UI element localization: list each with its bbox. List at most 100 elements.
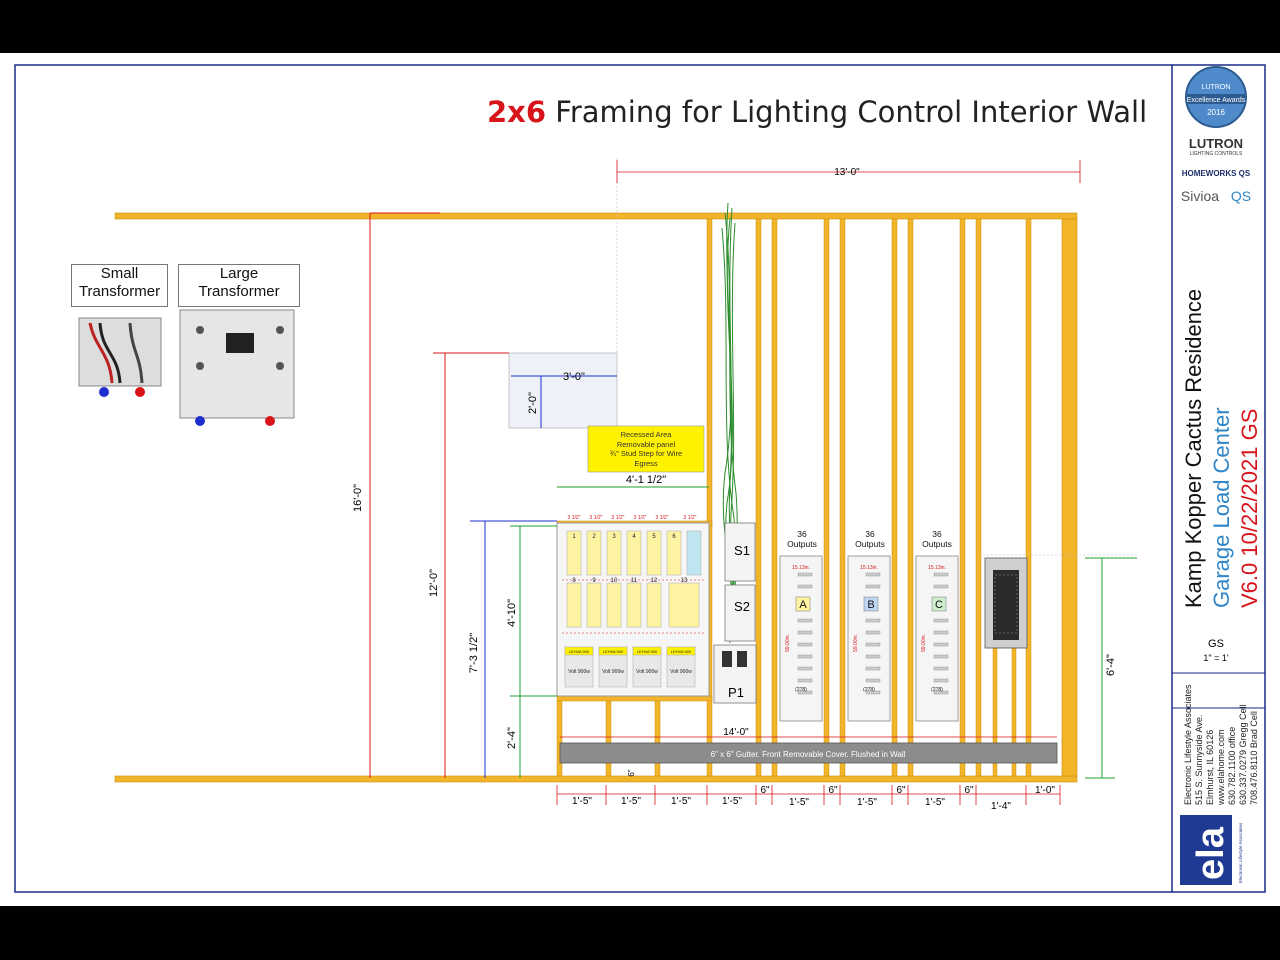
drawn-by: GS xyxy=(1208,638,1224,650)
bottom-dimension-labels: 1'-5" 1'-5" 1'-5" 1'-5" 6" 1'-5" 6" 1'-5… xyxy=(572,785,1055,812)
lc-sill xyxy=(556,695,713,702)
module-number: 2 xyxy=(592,534,596,540)
lc-bottom-dim: 7'-3 1/2" xyxy=(468,633,480,673)
output-terminals xyxy=(797,572,949,695)
panel-c xyxy=(915,555,959,722)
bottom-dim: 1'-5" xyxy=(621,796,641,807)
sheet-border xyxy=(14,64,1266,893)
panel-width-note: 15.13in. xyxy=(860,565,878,571)
recess-width-dim: 3'-0" xyxy=(563,371,585,383)
large-transformer-label: Large Transformer xyxy=(178,264,300,307)
sivoia-qs: QS xyxy=(1231,188,1251,204)
panel-a-label-box xyxy=(795,596,811,612)
bottom-dim: 6" xyxy=(760,785,770,796)
lc-module-labels: 1 2 3 4 5 6 8 9 10 11 12 13 3 1/2" 3 1/2… xyxy=(568,515,697,675)
panel-c-label-box xyxy=(931,596,947,612)
title-block-text: Kamp Kopper Cactus Residence Garage Load… xyxy=(1181,289,1265,608)
lc-base-dim: 2'-4" xyxy=(506,727,518,749)
module-strip: LEHVA 900 xyxy=(569,649,590,654)
outputs-word: Outputs xyxy=(855,539,885,549)
recess-note-line: ¾" Stud Step for Wire xyxy=(609,449,683,458)
cripple-stud xyxy=(605,700,612,777)
panel-height-note: 59.00in. xyxy=(853,634,859,652)
module-spacing: 3 1/2" xyxy=(568,515,581,521)
drawing-sheet: 1 2 3 4 5 6 8 9 10 11 12 13 3 1/2" 3 1/2… xyxy=(0,53,1280,906)
module-volt: Volt 900w xyxy=(602,669,624,675)
module-spacing: 3 1/2" xyxy=(634,515,647,521)
large-red-terminal-icon xyxy=(265,416,275,426)
load-center-breakers xyxy=(993,570,1019,640)
small-transformer-label: Small Transformer xyxy=(71,264,168,307)
contact-line: 630.337.0279 Gregg Cell xyxy=(1238,704,1248,805)
right-height-dim: 6'-4" xyxy=(1105,654,1117,676)
module-volt: Volt 900w xyxy=(670,669,692,675)
module-spacing: 3 1/2" xyxy=(656,515,669,521)
s2-label: S2 xyxy=(734,599,750,614)
recess-dimensions xyxy=(511,375,617,428)
module-strip: LEHVA 900 xyxy=(637,649,658,654)
bottom-plate xyxy=(114,775,1078,783)
module-number: 10 xyxy=(611,578,618,584)
module-number: 11 xyxy=(631,578,638,584)
panel-b-label: B xyxy=(867,599,874,611)
stud xyxy=(755,218,762,777)
lc-height-dim: 4'-10" xyxy=(506,599,518,627)
top-plate xyxy=(114,212,1078,220)
bottom-dim: 6" xyxy=(828,785,838,796)
lc-module-grid xyxy=(562,530,706,688)
stud xyxy=(1025,218,1032,777)
badge-ribbon xyxy=(1186,94,1246,104)
badge-year: 2016 xyxy=(1207,108,1225,117)
gutter-width-dim: 14'-0" xyxy=(723,727,749,738)
panel-width-note: 15.13in. xyxy=(792,565,810,571)
module-spacing: 3 1/2" xyxy=(612,515,625,521)
bottom-dim: 1'-5" xyxy=(857,797,877,808)
stud xyxy=(907,218,914,777)
recess-note-line: Egress xyxy=(634,458,658,468)
large-transformer-terminal-block xyxy=(226,333,254,353)
s1-enclosure xyxy=(724,522,756,582)
panel-c-label: C xyxy=(935,599,943,611)
contact-line: Elmhurst, IL 60126 xyxy=(1205,729,1215,805)
bottom-dim: 6" xyxy=(896,785,906,796)
module-spacing: 3 1/2" xyxy=(590,515,603,521)
module-volt: Volt 900w xyxy=(636,669,658,675)
p1-breaker-2 xyxy=(737,651,747,667)
page-title: 2x6 Framing for Lighting Control Interio… xyxy=(487,95,1147,129)
module-number: 8 xyxy=(572,578,576,584)
p1-label: P1 xyxy=(728,685,744,700)
end-stud xyxy=(1061,218,1078,777)
module-number: 13 xyxy=(681,578,688,584)
gutter-drop-dim: 6" xyxy=(627,769,636,776)
output-panels xyxy=(779,555,959,722)
large-blue-terminal-icon xyxy=(195,416,205,426)
panel-bottom-note: (278) xyxy=(795,687,807,693)
contact-line: 515 S. Sunnyside Ave. xyxy=(1194,714,1204,805)
lutron-sub: LIGHTING CONTROLS xyxy=(1190,151,1243,157)
stud xyxy=(975,218,982,777)
contact-info: Electronic Lifestyle Associates 515 S. S… xyxy=(1183,684,1260,805)
bottom-dim: 1'-4" xyxy=(991,801,1011,812)
bottom-dim: 1'-5" xyxy=(925,797,945,808)
module-spacing: 3 1/2" xyxy=(684,515,697,521)
panel-bottom-note: (278) xyxy=(863,687,875,693)
bottom-dim: 6" xyxy=(964,785,974,796)
contact-line: 708.476.8110 Brad Cell xyxy=(1249,711,1259,805)
title-accent: 2x6 xyxy=(487,95,547,129)
bottom-dim: 1'-5" xyxy=(572,796,592,807)
project-subtitle: Garage Load Center xyxy=(1209,407,1234,608)
small-blue-terminal-icon xyxy=(99,387,109,397)
recess-note-line: Removable panel xyxy=(616,439,676,449)
header-height-dim: 12'-0" xyxy=(428,569,440,597)
recess-height-dim: 2'-0" xyxy=(527,392,539,414)
module-volt: Volt 900w xyxy=(568,669,590,675)
s1-label: S1 xyxy=(734,543,750,558)
project-version: V6.0 10/22/2021 GS xyxy=(1237,408,1262,608)
module-strip: LEHVA 900 xyxy=(603,649,624,654)
module-strip: LEHVA 900 xyxy=(671,649,692,654)
panel-height-note: 59.00in. xyxy=(785,634,791,652)
bottom-dim: 1'-5" xyxy=(671,796,691,807)
p1-enclosure xyxy=(713,644,757,704)
contact-line: www.elahome.com xyxy=(1216,729,1226,805)
gutter-label: 6" x 6" Gutter. Front Removable Cover. F… xyxy=(711,750,906,759)
